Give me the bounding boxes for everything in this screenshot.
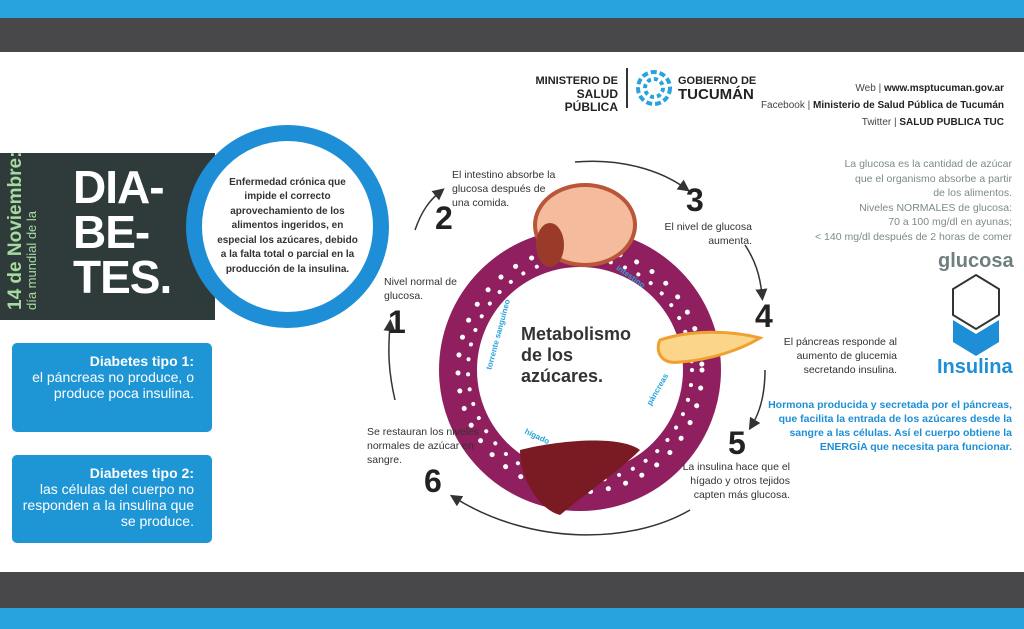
title-box [0, 153, 215, 320]
subtitle-text: día mundial de la [24, 210, 39, 310]
center-title-line: de los [521, 345, 574, 365]
top-blue-band [0, 0, 1024, 18]
step-3-text: El nivel de glucosa aumenta. [664, 221, 752, 247]
info-line: La glucosa es la cantidad de azúcar [844, 158, 1012, 170]
arrow-1-2 [414, 188, 445, 231]
insulin-info: Hormona producida y secretada por el pán… [768, 399, 1012, 453]
contact-label: Facebook | [760, 100, 811, 111]
logo-line: GOBIERNO DE [678, 75, 757, 87]
glucose-dots [455, 245, 705, 495]
step-4-text: El páncreas responde al aumento de gluce… [783, 336, 897, 376]
bottom-blue-band [0, 608, 1024, 629]
liver-icon [520, 440, 640, 515]
center-title: Metabolismo de los azúcares. [521, 324, 631, 387]
diabetes-title: DIA- BE- TES. [73, 161, 172, 303]
arrow-4-5 [748, 369, 766, 431]
step-5-text: La insulina hace que el hígado y otros t… [682, 461, 790, 501]
step-2-number: 2 [435, 200, 453, 236]
logo-line: SALUD PÚBLICA [564, 87, 618, 114]
center-title-line: azúcares. [521, 366, 604, 386]
gobierno-sun-icon [636, 70, 672, 106]
contact-value[interactable]: SALUD PUBLICA TUC [899, 117, 1004, 128]
logo-line: MINISTERIO DE [535, 75, 618, 87]
definition-text: Enfermedad crónica que impide el correct… [217, 176, 358, 275]
title-line: DIA- [73, 161, 165, 213]
info-line: de los alimentos. [933, 187, 1012, 199]
step-5-number: 5 [728, 425, 746, 461]
glucose-insulin-hexagon-icon [952, 273, 1000, 356]
type-title: Diabetes tipo 2: [89, 465, 194, 481]
step-1-text: Nivel normal de glucosa. [384, 276, 457, 302]
gobierno-logo: GOBIERNO DE TUCUMÁN [678, 74, 756, 102]
contact-list: Web | www.msptucuman.gov.ar Facebook | M… [761, 80, 1004, 131]
date-vertical: 14 de Noviembre: día mundial de la [5, 151, 66, 310]
arrow-5-6 [449, 494, 691, 536]
contact-value[interactable]: Ministerio de Salud Pública de Tucumán [813, 100, 1004, 111]
contact-twitter: Twitter | SALUD PUBLICA TUC [761, 114, 1004, 131]
step-6-text: Se restauran los niveles normales de azú… [367, 426, 480, 466]
type-text: el páncreas no produce, o produce poca i… [32, 369, 194, 401]
step-4-number: 4 [755, 298, 773, 334]
metabolism-ring [383, 160, 768, 536]
pancreas-icon [656, 330, 764, 364]
type-text: las células del cuerpo no responden a la… [22, 481, 194, 529]
info-line: Niveles NORMALES de glucosa: [859, 201, 1012, 214]
info-line: < 140 mg/dl después de 2 horas de comer [815, 230, 1012, 243]
info-line: que el organismo absorbe a partir [854, 172, 1012, 185]
contact-value[interactable]: www.msptucuman.gov.ar [883, 83, 1004, 94]
contact-label: Twitter | [861, 117, 897, 128]
contact-label: Web | [855, 83, 882, 94]
glucose-label: glucosa [938, 250, 1014, 272]
type-title: Diabetes tipo 1: [89, 353, 194, 369]
step-2-text: El intestino absorbe la glucosa después … [452, 169, 556, 209]
step-3-number: 3 [686, 182, 704, 218]
top-dark-band [0, 18, 1024, 52]
insulin-label: Insulina [937, 356, 1013, 378]
date-text: 14 de Noviembre: [5, 151, 26, 310]
bottom-dark-band [0, 572, 1024, 608]
center-title-line: Metabolismo [521, 324, 632, 344]
contact-facebook: Facebook | Ministerio de Salud Pública d… [761, 97, 1004, 114]
title-line: BE- [73, 206, 150, 258]
step-1-number: 1 [388, 304, 406, 340]
step-6-number: 6 [424, 463, 442, 499]
diabetes-type-1: Diabetes tipo 1: el páncreas no produce,… [12, 343, 212, 432]
logo-line: TUCUMÁN [678, 86, 754, 103]
intestine-icon [536, 223, 564, 267]
glucose-info: La glucosa es la cantidad de azúcar que … [782, 157, 1012, 244]
diabetes-type-2: Diabetes tipo 2: las células del cuerpo … [12, 455, 212, 543]
definition-circle: Enfermedad crónica que impide el correct… [186, 125, 389, 328]
logo-divider [626, 68, 628, 108]
arrow-3-4 [744, 244, 768, 301]
arrow-2-3 [574, 160, 690, 192]
arrow-6-1 [383, 319, 396, 401]
info-line: 70 a 100 mg/dl en ayunas; [888, 216, 1012, 228]
ministerio-logo: MINISTERIO DE SALUD PÚBLICA [530, 75, 618, 114]
contact-web: Web | www.msptucuman.gov.ar [761, 80, 1004, 97]
title-line: TES. [73, 251, 172, 303]
